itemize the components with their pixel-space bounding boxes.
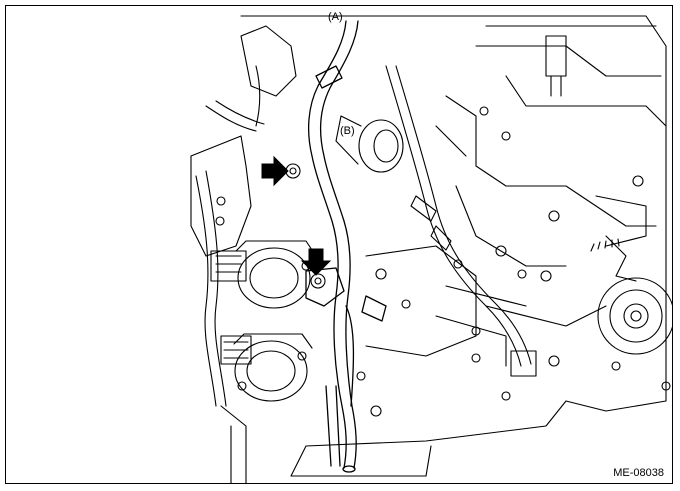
illustration-frame: (A) (B) ME-08038 (5, 5, 673, 484)
engine-block (240, 15, 672, 477)
callout-b: (B) (340, 125, 355, 137)
arrow-down-icon (300, 248, 332, 276)
wire-harness (385, 35, 567, 377)
bolt-location-arrows (261, 155, 332, 276)
arrow-right-icon (261, 155, 289, 187)
callout-a: (A) (328, 11, 343, 23)
oil-level-gauge-guide (305, 20, 387, 473)
engine-illustration: (A) (B) (190, 11, 672, 483)
coolant-outlet (335, 115, 404, 173)
left-components (190, 25, 317, 483)
figure-code: ME-08038 (611, 467, 666, 479)
